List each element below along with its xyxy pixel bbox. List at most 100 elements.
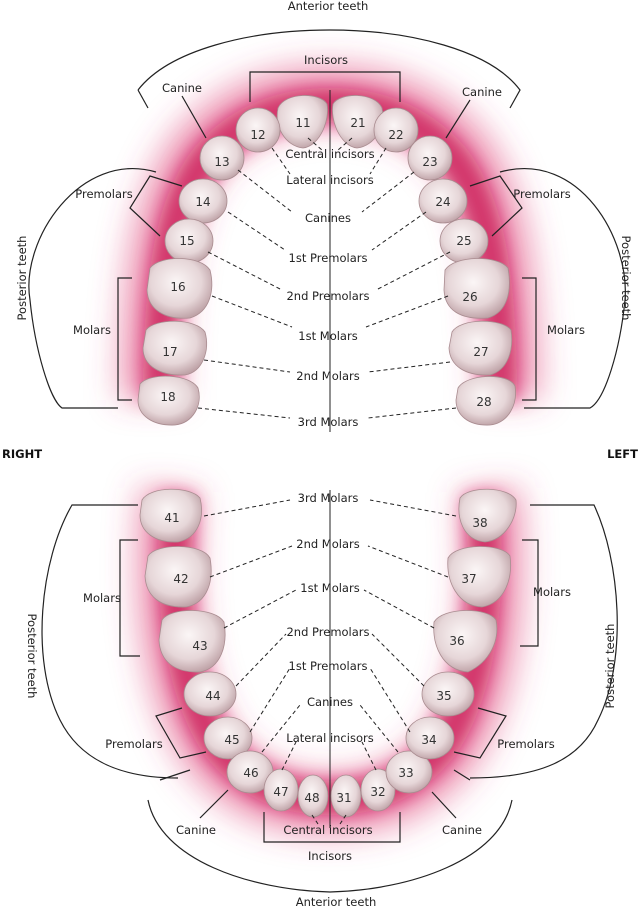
lateral-incisors-label-lower: Lateral incisors	[286, 731, 373, 745]
tooth-28[interactable]: 28	[455, 376, 516, 426]
tooth-number: 36	[449, 634, 464, 648]
tooth-number: 26	[462, 290, 477, 304]
premolars-label-lower-right: Premolars	[105, 737, 162, 751]
first-premolars-label-lower: 1st Premolars	[289, 659, 368, 673]
tooth-number: 31	[336, 791, 351, 805]
tooth-34[interactable]: 34	[405, 716, 455, 760]
posterior-teeth-label-upper-left: Posterior teeth	[619, 236, 633, 321]
second-premolars-label-lower: 2nd Premolars	[286, 625, 369, 639]
first-premolars-label-upper: 1st Premolars	[289, 251, 368, 265]
incisors-label-upper: Incisors	[304, 53, 348, 67]
tooth-number: 41	[164, 511, 179, 525]
anterior-teeth-label-upper: Anterior teeth	[288, 0, 369, 13]
tooth-21[interactable]: 21	[332, 95, 384, 149]
second-premolars-label-upper: 2nd Premolars	[286, 289, 369, 303]
tooth-23[interactable]: 23	[407, 135, 453, 181]
tooth-25[interactable]: 25	[439, 218, 489, 264]
left-side-label: LEFT	[607, 447, 638, 461]
posterior-teeth-label-lower-left: Posterior teeth	[603, 624, 617, 709]
tooth-14[interactable]: 14	[178, 178, 228, 224]
upper-leaders	[197, 137, 457, 419]
posterior-teeth-label-upper-right: Posterior teeth	[15, 236, 29, 321]
tooth-31[interactable]: 31	[330, 774, 362, 818]
tooth-18[interactable]: 18	[137, 375, 200, 426]
third-molars-label-upper: 3rd Molars	[298, 415, 359, 429]
tooth-number: 45	[224, 733, 239, 747]
tooth-number: 34	[421, 733, 436, 747]
tooth-number: 33	[398, 766, 413, 780]
upper-teeth: 11 12 13 14 15 16 17 18	[137, 95, 516, 426]
tooth-13[interactable]: 13	[199, 135, 245, 181]
tooth-48[interactable]: 41	[139, 488, 202, 543]
tooth-41[interactable]: 48	[297, 774, 329, 818]
lower-leaders	[203, 499, 457, 825]
tooth-22[interactable]: 22	[373, 107, 419, 153]
lower-brackets	[41, 504, 618, 893]
posterior-teeth-label-lower-right: Posterior teeth	[25, 614, 39, 699]
tooth-15[interactable]: 15	[164, 218, 214, 264]
tooth-46[interactable]: 43	[158, 610, 226, 673]
lower-labels: 3rd Molars 2nd Molars 1st Molars 2nd Pre…	[25, 491, 617, 909]
central-incisors-label-lower: Central incisors	[283, 823, 372, 837]
tooth-number: 14	[195, 195, 210, 209]
tooth-17[interactable]: 17	[142, 320, 207, 376]
tooth-number: 35	[436, 689, 451, 703]
tooth-24[interactable]: 24	[418, 178, 468, 224]
premolars-label-upper-left: Premolars	[513, 187, 570, 201]
incisors-label-lower: Incisors	[308, 849, 352, 863]
tooth-number: 16	[170, 280, 185, 294]
tooth-11[interactable]: 11	[276, 95, 328, 149]
molars-label-lower-left: Molars	[533, 585, 571, 599]
tooth-number: 12	[250, 128, 265, 142]
tooth-number: 25	[456, 234, 471, 248]
canines-label-upper: Canines	[305, 211, 351, 225]
tooth-35[interactable]: 35	[421, 671, 475, 717]
tooth-number: 15	[179, 234, 194, 248]
tooth-number: 38	[472, 516, 487, 530]
first-molars-label-upper: 1st Molars	[298, 329, 357, 343]
tooth-47[interactable]: 42	[144, 546, 212, 608]
tooth-number: 22	[388, 128, 403, 142]
right-side-label: RIGHT	[2, 447, 42, 461]
third-molars-label-lower: 3rd Molars	[298, 491, 359, 505]
tooth-26[interactable]: 26	[443, 258, 510, 319]
tooth-27[interactable]: 27	[448, 320, 513, 376]
tooth-43[interactable]: 46	[226, 750, 274, 794]
second-molars-label-lower: 2nd Molars	[296, 537, 359, 551]
tooth-12[interactable]: 12	[235, 107, 281, 153]
tooth-number: 11	[295, 116, 310, 130]
molars-label-upper-right: Molars	[73, 323, 111, 337]
tooth-number: 37	[461, 572, 476, 586]
premolars-label-upper-right: Premolars	[75, 187, 132, 201]
second-molars-label-upper: 2nd Molars	[296, 369, 359, 383]
tooth-38[interactable]: 38	[458, 488, 517, 543]
tooth-number: 48	[304, 791, 319, 805]
tooth-45[interactable]: 44	[183, 671, 237, 717]
upper-labels: Anterior teeth Incisors Canine Canine Pr…	[15, 0, 633, 429]
tooth-number: 23	[422, 155, 437, 169]
canine-label-lower-left: Canine	[442, 823, 482, 837]
canine-label-upper-left: Canine	[462, 85, 502, 99]
tooth-number: 46	[243, 766, 258, 780]
tooth-37[interactable]: 37	[447, 546, 511, 608]
tooth-16[interactable]: 16	[146, 258, 213, 319]
tooth-number: 42	[173, 572, 188, 586]
anterior-teeth-label-lower: Anterior teeth	[296, 895, 377, 909]
canines-label-lower: Canines	[307, 695, 353, 709]
tooth-44[interactable]: 45	[203, 716, 253, 760]
molars-label-upper-left: Molars	[547, 323, 585, 337]
tooth-42[interactable]: 47	[263, 768, 299, 812]
tooth-36[interactable]: 36	[433, 610, 498, 673]
canine-label-upper-right: Canine	[162, 81, 202, 95]
upper-brackets	[28, 29, 626, 409]
tooth-number: 18	[160, 390, 175, 404]
tooth-33[interactable]: 33	[385, 750, 433, 794]
canine-label-lower-right: Canine	[176, 823, 216, 837]
tooth-32[interactable]: 32	[360, 768, 396, 812]
molars-label-lower-right: Molars	[83, 591, 121, 605]
tooth-number: 24	[435, 195, 450, 209]
tooth-number: 27	[473, 345, 488, 359]
premolars-label-lower-left: Premolars	[497, 737, 554, 751]
